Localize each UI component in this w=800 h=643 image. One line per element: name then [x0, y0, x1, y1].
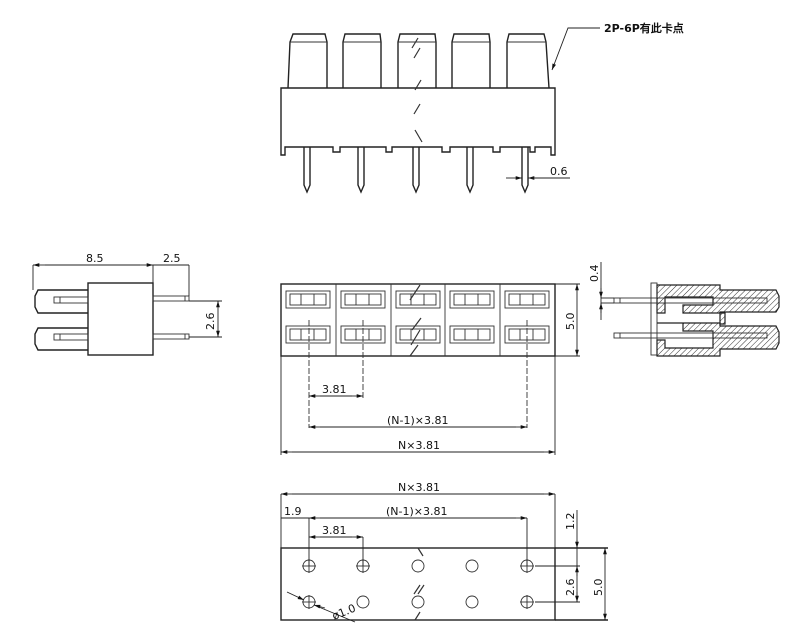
- break-marks-front: [411, 37, 423, 143]
- contact-slot: [285, 290, 331, 309]
- side-view: 8.5 2.5 2.6: [32, 252, 222, 356]
- front-view: 0.6 2P-6P有此卡点: [280, 21, 684, 194]
- pcb-hole: [465, 595, 479, 609]
- pin-width-label: 0.6: [550, 165, 568, 178]
- front-pins: [303, 147, 529, 194]
- contact-slot: [285, 325, 331, 344]
- pcb-pitch-label: 3.81: [322, 524, 347, 537]
- contact-slot: [449, 325, 495, 344]
- front-housing-top: [287, 33, 550, 89]
- pcb-hole: [411, 559, 425, 573]
- pcb-layout: N×3.81 1.9 (N-1)×3.81 3.81 1.2 2.6 5.0 ø…: [280, 481, 608, 623]
- section-view: 0.4: [588, 262, 780, 357]
- side-housing: [87, 282, 154, 356]
- span-label: (N-1)×3.81: [387, 414, 449, 427]
- pin-width-dimension: 0.6: [506, 165, 570, 180]
- contact-slot: [395, 290, 441, 309]
- pcb-hole: [411, 595, 425, 609]
- edge-offset-label: 1.9: [284, 505, 302, 518]
- row-spacing-label: 2.6: [564, 579, 577, 597]
- top-view: 5.0 3.81 (N-1)×3.81 N×3.81: [280, 283, 580, 455]
- pcb-span-label: (N-1)×3.81: [386, 505, 448, 518]
- pcb-hole: [356, 595, 370, 609]
- front-housing-body: [280, 87, 556, 156]
- total-label: N×3.81: [398, 439, 440, 452]
- top-cells: [285, 284, 550, 356]
- top-housing: [280, 283, 556, 357]
- offset-label: 0.4: [588, 265, 601, 283]
- contact-slot: [449, 290, 495, 309]
- height-label: 5.0: [564, 313, 577, 331]
- pcb-hole: [302, 595, 316, 609]
- pcb-hole: [520, 595, 534, 609]
- contact-slot: [504, 290, 550, 309]
- pcb-height-label: 5.0: [592, 579, 605, 597]
- pitch-label: 3.81: [322, 383, 347, 396]
- pcb-total-label: N×3.81: [398, 481, 440, 494]
- pcb-hole: [465, 559, 479, 573]
- note-text: 2P-6P有此卡点: [604, 21, 684, 35]
- top-offset-label: 1.2: [564, 513, 577, 531]
- contact-slot: [340, 290, 386, 309]
- contact-slot: [395, 325, 441, 344]
- pin-spacing-label: 2.6: [204, 313, 217, 331]
- pcb-holes: [302, 559, 534, 609]
- note-leader: 2P-6P有此卡点: [551, 21, 684, 71]
- pin-protrusion-label: 2.5: [163, 252, 181, 265]
- pcb-outline: [280, 547, 556, 621]
- length-label: 8.5: [86, 252, 104, 265]
